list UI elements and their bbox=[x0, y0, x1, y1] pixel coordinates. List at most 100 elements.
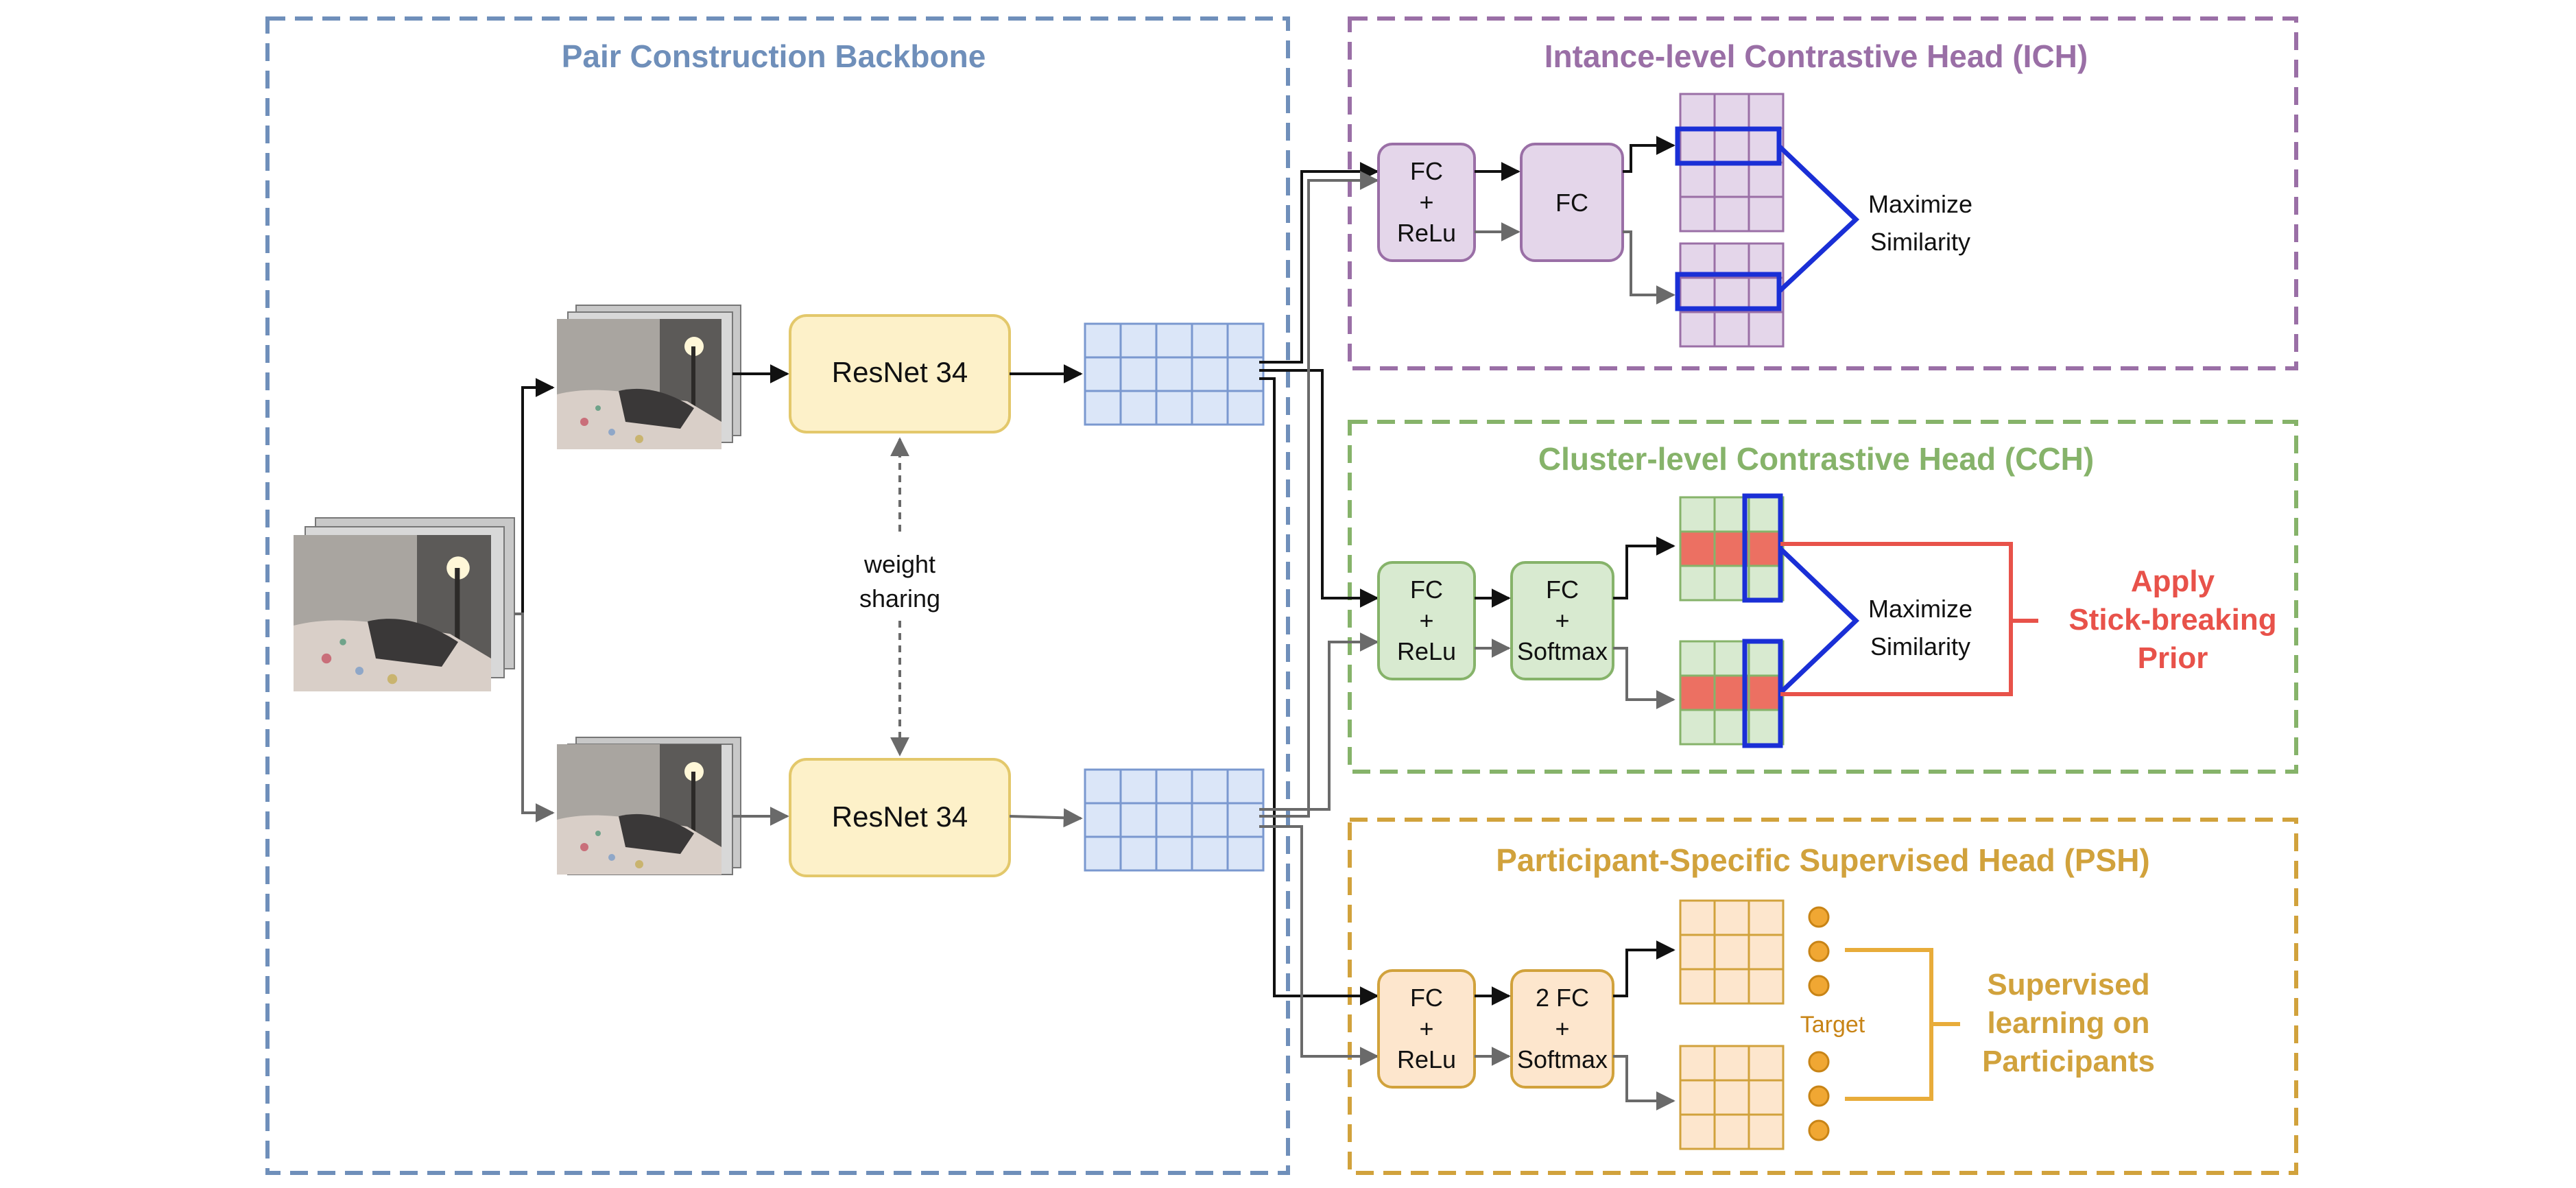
psh-title: Participant-Specific Supervised Head (PS… bbox=[1496, 842, 2150, 878]
feature-cell bbox=[1119, 835, 1158, 872]
psh-arrow-to-top-grid bbox=[1613, 940, 1675, 997]
supervised-line2: learning on bbox=[1987, 1006, 2149, 1040]
input-image-stack bbox=[294, 517, 515, 691]
output-cell bbox=[1679, 1079, 1716, 1116]
cch-fc-softmax-line3: Softmax bbox=[1517, 637, 1608, 665]
cluster-cell bbox=[1748, 530, 1785, 567]
feature-cell bbox=[1226, 835, 1265, 872]
prior-line2: Stick-breaking bbox=[2068, 603, 2276, 637]
bedroom-photo-top bbox=[557, 319, 721, 449]
embedding-cell bbox=[1679, 311, 1716, 348]
feature-cell bbox=[1084, 768, 1122, 805]
psh-fc-softmax-line3: Softmax bbox=[1517, 1045, 1608, 1073]
backbone-box bbox=[265, 16, 1290, 1175]
cch-fc-softmax-line1: FC bbox=[1546, 575, 1579, 604]
cch-fc-relu-box bbox=[1377, 561, 1476, 680]
ich-similarity-bracket bbox=[1777, 144, 1860, 294]
feature-cell bbox=[1155, 356, 1193, 392]
cluster-cell bbox=[1679, 565, 1716, 602]
ich-title: Intance-level Contrastive Head (ICH) bbox=[1545, 38, 2088, 74]
feature-cell bbox=[1119, 322, 1158, 359]
cluster-cell bbox=[1679, 496, 1716, 533]
weight-sharing-label-1: weight bbox=[863, 550, 935, 578]
ich-maximize-line1: Maximize bbox=[1868, 190, 1972, 218]
output-cell bbox=[1748, 899, 1785, 936]
embedding-cell bbox=[1713, 195, 1750, 233]
supervised-line1: Supervised bbox=[1987, 968, 2149, 1001]
feature-map-bottom bbox=[1084, 768, 1265, 872]
output-cell bbox=[1748, 1045, 1785, 1082]
route-top-to-psh bbox=[1259, 377, 1379, 1006]
output-cell bbox=[1713, 968, 1750, 1005]
cch-maximize-line2: Similarity bbox=[1870, 632, 1970, 661]
prior-bracket bbox=[1780, 542, 2038, 696]
feature-cell bbox=[1084, 802, 1122, 838]
feature-cell bbox=[1155, 835, 1193, 872]
cch-cluster-bottom bbox=[1679, 640, 1785, 746]
feature-cell bbox=[1119, 356, 1158, 392]
feature-cell bbox=[1084, 390, 1122, 426]
output-cell bbox=[1713, 1113, 1750, 1150]
target-label: Target bbox=[1800, 1012, 1865, 1038]
cch-maximize-line1: Maximize bbox=[1868, 595, 1972, 623]
ich-box bbox=[1348, 16, 2298, 370]
psh-output-top bbox=[1679, 899, 1785, 1005]
output-cell bbox=[1748, 968, 1785, 1005]
embedding-cell bbox=[1748, 161, 1785, 198]
cch-fc-relu-line3: ReLu bbox=[1397, 637, 1456, 665]
psh-fc-relu-box bbox=[1377, 969, 1476, 1089]
embedding-cell bbox=[1748, 195, 1785, 233]
feature-cell bbox=[1191, 835, 1229, 872]
target-dot bbox=[1808, 1085, 1830, 1107]
output-cell bbox=[1679, 1045, 1716, 1082]
supervised-line3: Participants bbox=[1982, 1045, 2155, 1078]
embedding-cell bbox=[1679, 161, 1716, 198]
output-cell bbox=[1679, 1113, 1716, 1150]
cch-fc-relu-line2: + bbox=[1419, 606, 1433, 634]
cluster-cell bbox=[1679, 709, 1716, 746]
ich-fc-relu-line1: FC bbox=[1410, 157, 1443, 185]
feature-cell bbox=[1226, 802, 1265, 838]
psh-fc-softmax-box bbox=[1510, 969, 1614, 1089]
resnet-bottom-label: ResNet 34 bbox=[832, 800, 968, 833]
route-bottom-to-psh bbox=[1259, 825, 1379, 1066]
resnet-top-label: ResNet 34 bbox=[832, 356, 968, 388]
embedding-cell bbox=[1713, 127, 1750, 164]
cluster-cell bbox=[1748, 709, 1785, 746]
output-cell bbox=[1748, 934, 1785, 971]
feature-cell bbox=[1191, 768, 1229, 805]
ich-embedding-bottom bbox=[1679, 242, 1785, 348]
ich-arrow-fc-to-top-grid bbox=[1623, 136, 1675, 173]
route-top-to-ich bbox=[1259, 162, 1379, 364]
ich-fc-relu-line2: + bbox=[1419, 188, 1433, 216]
cluster-cell bbox=[1679, 640, 1716, 677]
cch-fc-relu-line1: FC bbox=[1410, 575, 1443, 604]
augmented-view-bottom bbox=[557, 737, 741, 875]
feature-map-top bbox=[1084, 322, 1265, 426]
route-bottom-to-ich bbox=[1259, 171, 1379, 818]
output-cell bbox=[1713, 934, 1750, 971]
output-cell bbox=[1679, 934, 1716, 971]
feature-cell bbox=[1191, 802, 1229, 838]
feature-cell bbox=[1155, 390, 1193, 426]
arrow-input-to-top-view bbox=[514, 378, 555, 615]
ich-embedding-top bbox=[1679, 93, 1785, 233]
feature-cell bbox=[1226, 768, 1265, 805]
target-dot bbox=[1808, 1051, 1830, 1073]
cluster-cell bbox=[1679, 674, 1716, 711]
cch-fc-softmax-line2: + bbox=[1555, 606, 1569, 634]
output-cell bbox=[1679, 968, 1716, 1005]
feature-cell bbox=[1155, 802, 1193, 838]
psh-output-bottom bbox=[1679, 1045, 1785, 1150]
embedding-cell bbox=[1679, 195, 1716, 233]
arrow-input-to-bottom-view bbox=[514, 613, 555, 822]
weight-sharing-label-2: sharing bbox=[859, 584, 940, 613]
psh-fc-softmax-line1: 2 FC bbox=[1536, 984, 1589, 1012]
feature-cell bbox=[1119, 390, 1158, 426]
backbone-title: Pair Construction Backbone bbox=[562, 38, 986, 74]
augmented-view-top bbox=[557, 305, 741, 449]
ich-maximize-line2: Similarity bbox=[1870, 228, 1970, 256]
feature-cell bbox=[1084, 835, 1122, 872]
output-cell bbox=[1748, 1079, 1785, 1116]
